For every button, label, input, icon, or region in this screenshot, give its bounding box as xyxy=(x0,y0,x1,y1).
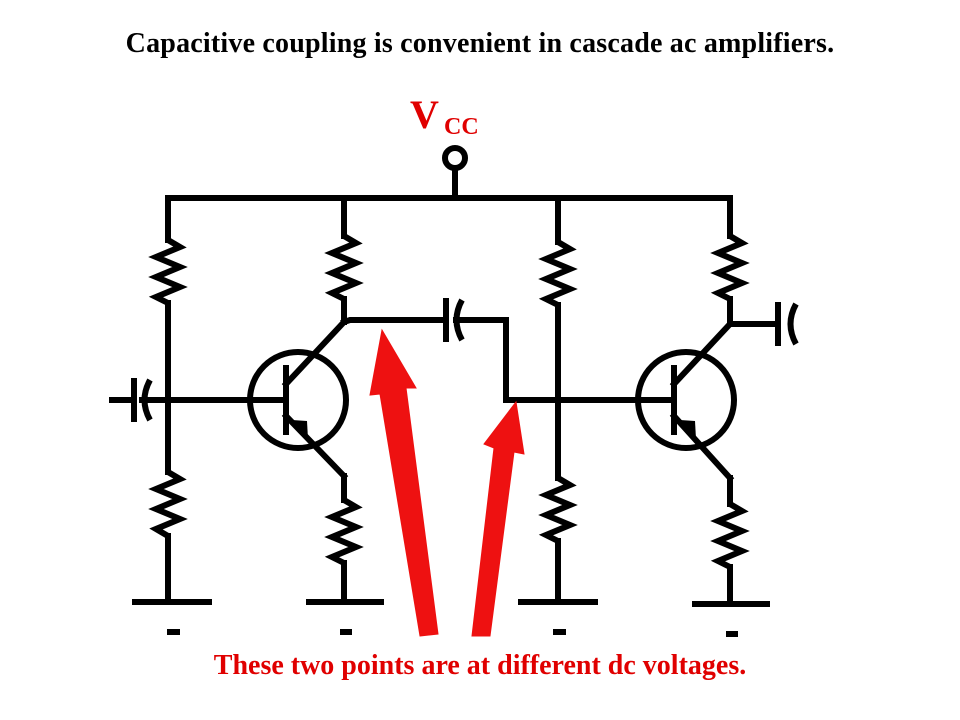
resistor-icon xyxy=(538,239,578,308)
ground-icon xyxy=(306,599,384,635)
resistor-icon xyxy=(148,237,188,306)
slide-title: Capacitive coupling is convenient in cas… xyxy=(125,28,835,59)
npn-transistor-icon xyxy=(633,319,737,483)
arrow-icon xyxy=(471,400,525,637)
ground-icon xyxy=(132,599,212,635)
ground-icon xyxy=(518,599,598,635)
capacitor-icon xyxy=(727,302,799,346)
supply-terminal-icon xyxy=(442,145,468,201)
vcc-label: V CC xyxy=(410,92,479,140)
vcc-main: V xyxy=(410,92,439,137)
npn-transistor-icon xyxy=(245,317,349,481)
vcc-subscript: CC xyxy=(444,114,479,140)
resistor-icon xyxy=(710,501,750,570)
caption: These two points are at different dc vol… xyxy=(213,650,747,681)
arrow-icon xyxy=(369,328,439,637)
resistor-icon xyxy=(324,233,364,302)
resistor-icon xyxy=(710,233,750,302)
resistor-icon xyxy=(324,497,364,566)
resistor-icon xyxy=(538,475,578,544)
resistor-icon xyxy=(148,469,188,539)
capacitor-icon xyxy=(109,378,171,422)
ground-icon xyxy=(692,601,770,637)
capacitor-icon xyxy=(443,298,561,403)
